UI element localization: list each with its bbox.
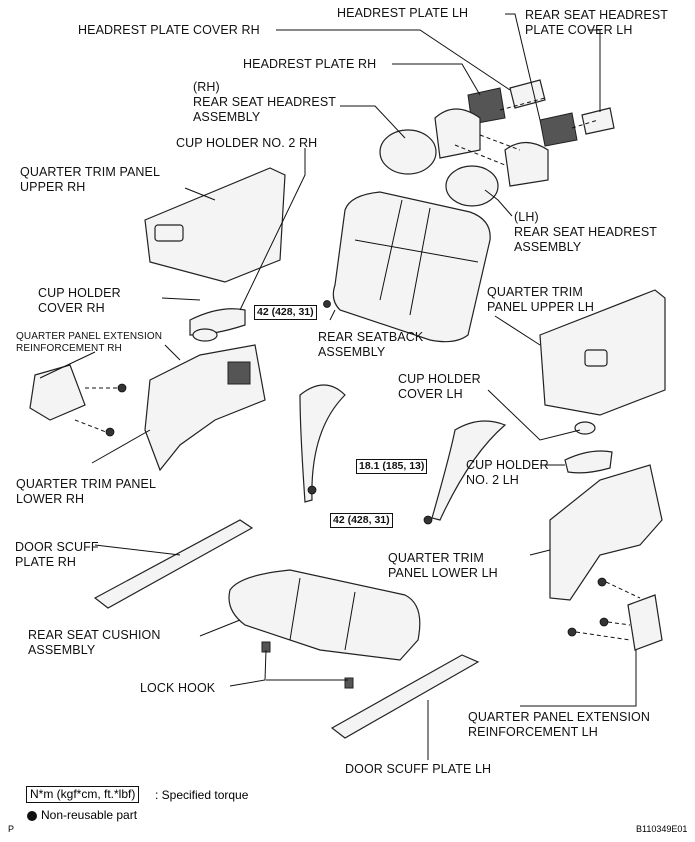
quarter-panel-ext-reinforcement-lh-shape: [627, 594, 663, 651]
seat-belt-rh-shape: [299, 384, 346, 503]
label-quarter-panel-ext-reinforcement-lh: QUARTER PANEL EXTENSION REINFORCEMENT LH: [468, 710, 650, 739]
rear-seat-headrest-lh-shape: [445, 165, 499, 207]
label-cup-holder-cover-lh: CUP HOLDER COVER LH: [398, 372, 481, 401]
label-headrest-plate-lh: HEADREST PLATE LH: [337, 6, 469, 20]
seat-belt-lh-shape: [431, 420, 507, 521]
label-quarter-trim-panel-upper-rh: QUARTER TRIM PANEL UPPER RH: [20, 165, 161, 194]
label-cup-holder-cover-rh: CUP HOLDER COVER RH: [38, 286, 121, 315]
label-rear-seat-headrest-assembly-lh: (LH) REAR SEAT HEADREST ASSEMBLY: [514, 210, 658, 254]
label-headrest-plate-cover-rh: HEADREST PLATE COVER RH: [78, 23, 260, 37]
leader-lines: [39, 13, 637, 760]
label-quarter-trim-panel-lower-lh: QUARTER TRIM PANEL LOWER LH: [388, 551, 498, 580]
cup-holder-no2-lh-shape: [564, 450, 613, 474]
figure-id: B110349E01: [636, 824, 688, 834]
torque-belt-lower: 42 (428, 31): [330, 513, 393, 528]
rear-seat-headrest-rh-shape: [379, 129, 437, 175]
label-quarter-trim-panel-upper-lh: QUARTER TRIM PANEL UPPER LH: [487, 285, 594, 314]
label-door-scuff-plate-lh: DOOR SCUFF PLATE LH: [345, 762, 492, 776]
door-scuff-plate-rh-shape: [93, 519, 254, 609]
headrest-plate-lh-shape: [539, 112, 578, 147]
torque-seatback: 42 (428, 31): [254, 305, 317, 320]
lock-hook-right-shape: [344, 677, 354, 689]
label-rear-seatback-assembly: REAR SEATBACK ASSEMBLY: [318, 330, 424, 359]
label-headrest-plate-rh: HEADREST PLATE RH: [243, 57, 377, 71]
label-rear-seat-cushion-assembly: REAR SEAT CUSHION ASSEMBLY: [28, 628, 161, 657]
cup-holder-rh-ring: [192, 328, 218, 342]
quarter-panel-ext-reinforcement-rh-shape: [29, 364, 86, 421]
qtp-lower-rh-grille: [227, 361, 251, 385]
label-quarter-trim-panel-lower-rh: QUARTER TRIM PANEL LOWER RH: [16, 477, 157, 506]
non-reusable-dot-icon: [27, 811, 37, 821]
label-door-scuff-plate-rh: DOOR SCUFF PLATE RH: [15, 540, 99, 569]
headrest-frame-rh-shape: [434, 108, 481, 159]
rear-seat-cushion-shape: [228, 569, 421, 661]
torque-belt-upper: 18.1 (185, 13): [356, 459, 428, 474]
legend-torque-text: : Specified torque: [155, 788, 249, 802]
label-cup-holder-no2-rh: CUP HOLDER NO. 2 RH: [176, 136, 318, 150]
cup-holder-cover-lh-ring: [574, 421, 596, 435]
label-quarter-panel-ext-reinforcement-rh: QUARTER PANEL EXTENSION REINFORCEMENT RH: [16, 331, 163, 354]
label-lock-hook: LOCK HOOK: [140, 681, 216, 695]
rear-seat-headrest-plate-cover-lh-shape: [581, 107, 615, 135]
quarter-trim-panel-upper-rh-shape: [144, 167, 286, 283]
label-rear-seat-headrest-plate-cover-lh: REAR SEAT HEADREST PLATE COVER LH: [525, 8, 669, 37]
label-rear-seat-headrest-assembly-rh: (RH) REAR SEAT HEADREST ASSEMBLY: [193, 80, 337, 124]
quarter-trim-panel-lower-lh-shape: [549, 464, 663, 601]
page-code: P: [8, 824, 15, 834]
headrest-plate-cover-rh-shape: [509, 79, 546, 109]
headrest-frame-lh-shape: [504, 141, 549, 187]
rear-seatback-shape: [332, 191, 491, 343]
legend-nonreusable-text: Non-reusable part: [41, 808, 138, 822]
qtp-upper-rh-window: [154, 224, 184, 242]
qtp-upper-lh-window: [584, 349, 608, 367]
legend-torque-box: N*m (kgf*cm, ft.*lbf): [26, 786, 140, 803]
headrest-assembly-dashes: [454, 97, 599, 166]
label-cup-holder-no2-lh: CUP HOLDER NO. 2 LH: [466, 458, 549, 487]
door-scuff-plate-lh-shape: [330, 654, 480, 739]
